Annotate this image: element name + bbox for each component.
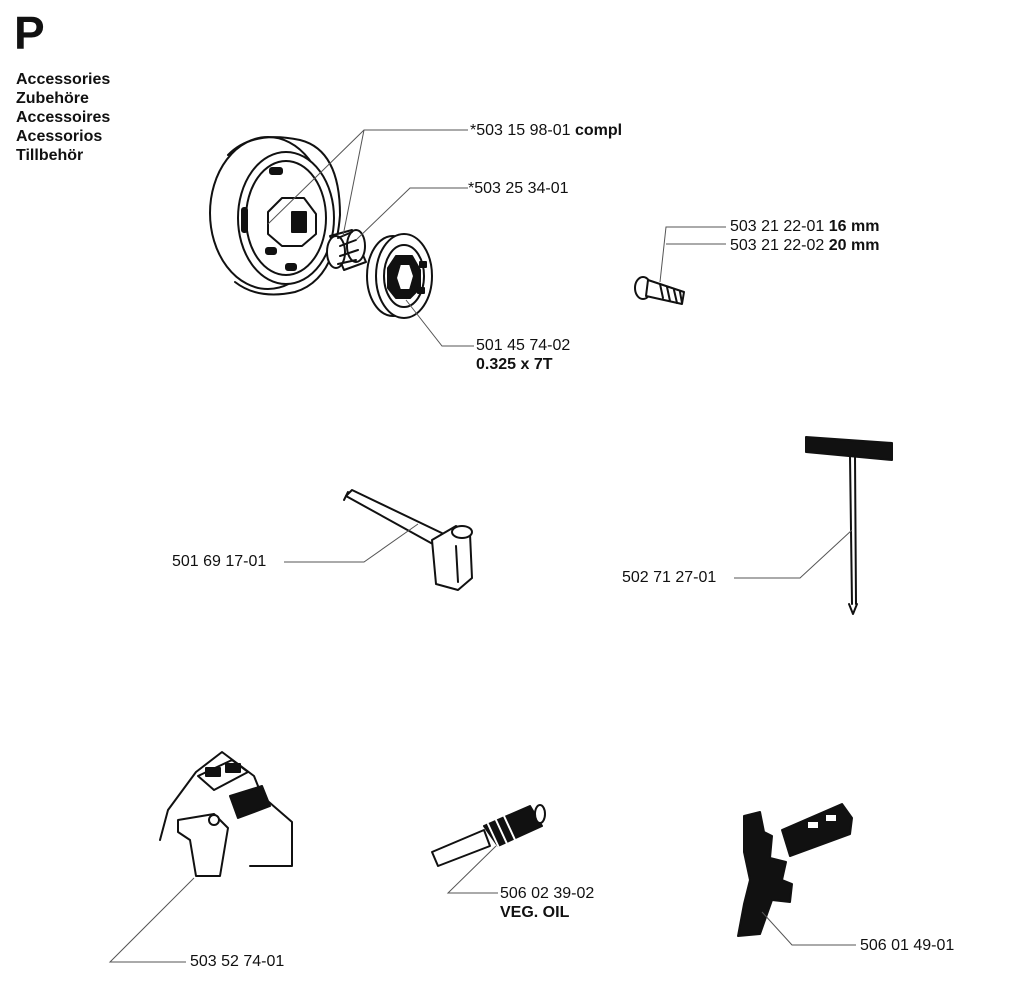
label-combi-spanner: 501 69 17-01 — [172, 552, 266, 571]
part-number: 501 69 17-01 — [172, 553, 267, 570]
section-letter: P — [14, 7, 45, 59]
title-en: Accessories — [16, 71, 111, 88]
leader-clutch-drum-b — [342, 129, 365, 237]
leader-torx-key — [734, 529, 853, 579]
part-note: 20 mm — [828, 237, 880, 254]
combination-spanner-icon — [343, 489, 473, 591]
part-number: 503 21 22-02 — [730, 237, 825, 254]
label-clutch-drum: *503 15 98-01 compl — [470, 121, 622, 140]
leader-depth-gauge — [761, 911, 856, 946]
label-oil-filter-tool: 506 02 39-02 VEG. OIL — [500, 884, 594, 922]
part-number: 502 71 27-01 — [622, 569, 717, 586]
needle-bearing-icon — [326, 229, 367, 271]
label-depth-gauge: 506 01 49-01 — [860, 936, 954, 955]
part-note: VEG. OIL — [500, 904, 570, 921]
leader-bolt-16 — [659, 226, 726, 283]
part-number: 501 45 74-02 — [476, 337, 571, 354]
label-bolt-20: 503 21 22-02 20 mm — [730, 236, 879, 255]
torx-key-icon — [805, 436, 893, 615]
leader-combi-spanner — [284, 523, 419, 563]
part-number: 503 21 22-01 — [730, 218, 825, 235]
part-note: compl — [574, 122, 623, 139]
label-oil-pump-adjuster: 503 52 74-01 — [190, 952, 284, 971]
label-needle-bearing: *503 25 34-01 — [468, 179, 569, 198]
part-number: *503 25 34-01 — [468, 180, 569, 197]
label-torx-key: 502 71 27-01 — [622, 568, 716, 587]
part-number: 503 52 74-01 — [190, 953, 285, 970]
title-sv: Tillbehör — [16, 147, 84, 164]
label-bolt-16: 503 21 22-01 16 mm — [730, 217, 879, 236]
leader-rim-sprocket — [405, 299, 474, 347]
title-fr: Accessoires — [16, 109, 111, 126]
title-de: Zubehöre — [16, 90, 89, 107]
bolt-icon — [634, 276, 685, 305]
rim-sprocket-icon — [366, 233, 433, 319]
part-note: 16 mm — [828, 218, 880, 235]
leader-oil-filter-tool — [446, 845, 498, 894]
part-number: *503 15 98-01 — [470, 122, 571, 139]
leader-oil-pump-adjuster — [108, 877, 195, 963]
oil-filter-tool-icon — [431, 804, 546, 867]
leader-needle-bearing — [355, 187, 468, 241]
label-rim-sprocket: 501 45 74-02 0.325 x 7T — [476, 336, 570, 374]
clutch-drum-icon — [209, 136, 341, 296]
part-note: 0.325 x 7T — [476, 356, 553, 373]
oil-pump-adjuster-icon — [159, 751, 293, 877]
leader-lines — [108, 129, 856, 963]
title-es: Acessorios — [16, 128, 103, 145]
depth-gauge-icon — [737, 803, 853, 937]
part-number: 506 02 39-02 — [500, 885, 595, 902]
part-number: 506 01 49-01 — [860, 937, 955, 954]
section-titles: Accessories Zubehöre Accessoires Acessor… — [16, 70, 110, 165]
